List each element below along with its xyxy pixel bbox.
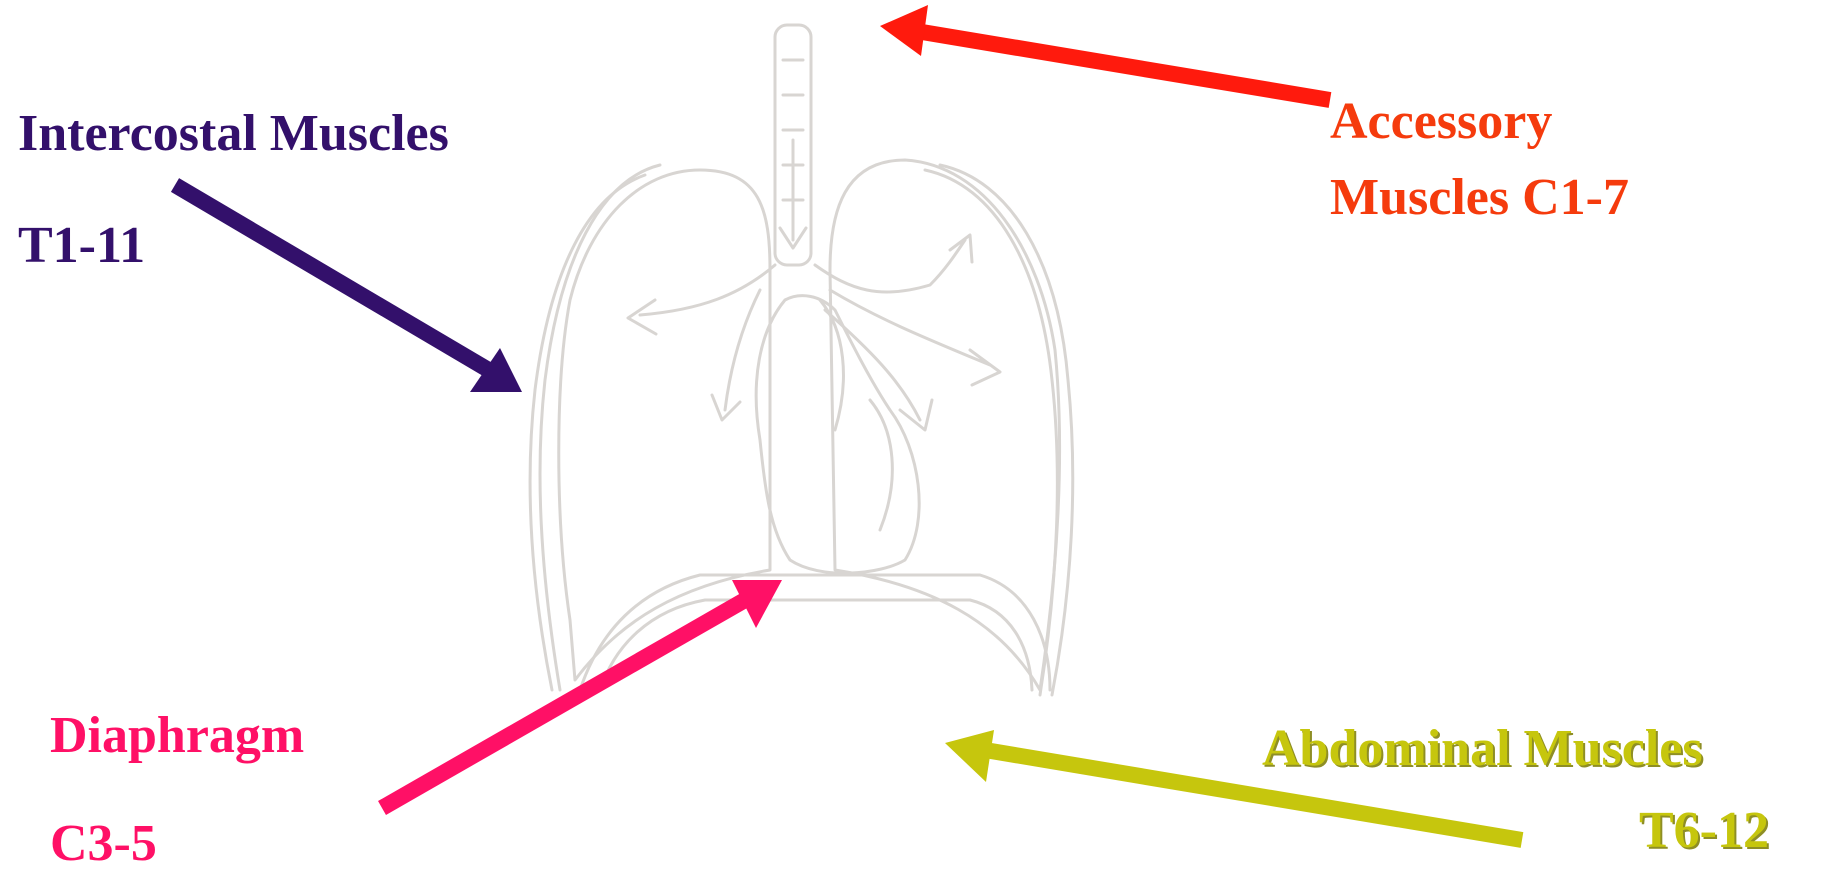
abdominal-range-label: T6-12 bbox=[1639, 805, 1769, 857]
diaphragm-dome bbox=[580, 575, 1050, 690]
right-rib-cage bbox=[925, 170, 1057, 695]
intercostal-arrow bbox=[175, 185, 522, 392]
accessory-arrow bbox=[880, 5, 1330, 100]
diaphragm-arrow bbox=[382, 580, 782, 808]
abdominal-label: Abdominal Muscles bbox=[1262, 723, 1703, 775]
thorax-outline bbox=[530, 25, 1073, 695]
intercostal-range-label: T1-11 bbox=[18, 220, 145, 272]
diaphragm-range-label: C3-5 bbox=[50, 818, 157, 869]
intercostal-label: Intercostal Muscles bbox=[18, 108, 449, 160]
diaphragm-label: Diaphragm bbox=[50, 710, 304, 762]
accessory-label-line1: Accessory bbox=[1330, 96, 1552, 148]
accessory-label-line2: Muscles C1-7 bbox=[1330, 172, 1629, 224]
right-lung bbox=[830, 160, 1060, 690]
